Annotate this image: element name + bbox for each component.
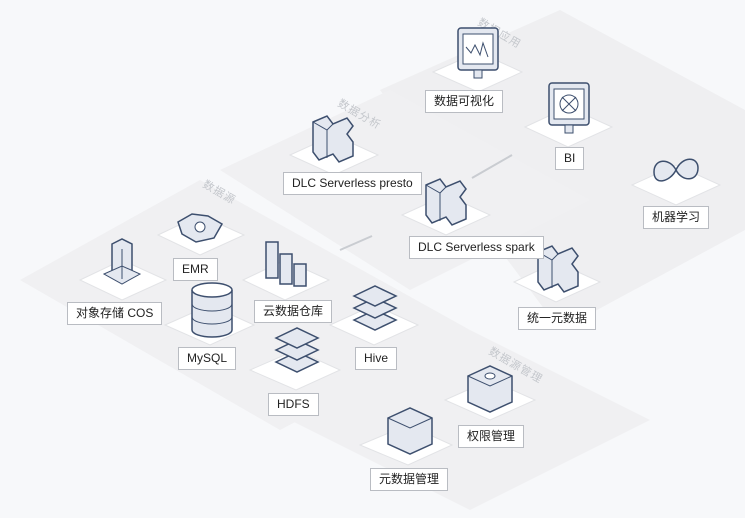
node-dlc-presto[interactable]: DLC Serverless presto xyxy=(283,172,422,195)
hive-stack-icon xyxy=(352,285,398,331)
data-warehouse-icon xyxy=(265,241,307,287)
monitor-chart-icon xyxy=(457,27,499,79)
monitor-bi-icon xyxy=(548,82,590,134)
node-emr[interactable]: EMR xyxy=(173,258,218,281)
node-permission-management[interactable]: 权限管理 xyxy=(458,425,525,448)
node-bi[interactable]: BI xyxy=(555,147,585,170)
metadata-engine-icon xyxy=(537,245,579,293)
hdfs-stack-icon xyxy=(274,327,320,373)
database-cylinder-icon xyxy=(191,282,233,338)
node-hive[interactable]: Hive xyxy=(355,347,398,370)
node-dlc-spark[interactable]: DLC Serverless spark xyxy=(409,236,544,259)
node-unified-metadata[interactable]: 统一元数据 xyxy=(518,307,597,330)
node-machine-learning[interactable]: 机器学习 xyxy=(643,206,710,229)
emr-hexagon-icon xyxy=(177,213,224,243)
connector-line xyxy=(471,154,513,179)
node-metadata-management[interactable]: 元数据管理 xyxy=(370,468,449,491)
node-mysql[interactable]: MySQL xyxy=(178,347,237,370)
node-data-visualization[interactable]: 数据可视化 xyxy=(425,90,504,113)
node-cos[interactable]: 对象存储 COS xyxy=(67,302,163,325)
permission-cube-icon xyxy=(467,365,513,413)
infinity-ml-icon xyxy=(653,158,699,182)
metadata-grid-cube-icon xyxy=(387,407,433,455)
spark-engine-icon xyxy=(425,178,467,226)
zone-plane-governance xyxy=(290,330,650,510)
connector-line xyxy=(339,235,373,251)
node-data-warehouse[interactable]: 云数据仓库 xyxy=(254,300,333,323)
node-hdfs[interactable]: HDFS xyxy=(268,393,319,416)
object-storage-icon xyxy=(102,238,142,285)
presto-engine-icon xyxy=(312,115,354,163)
